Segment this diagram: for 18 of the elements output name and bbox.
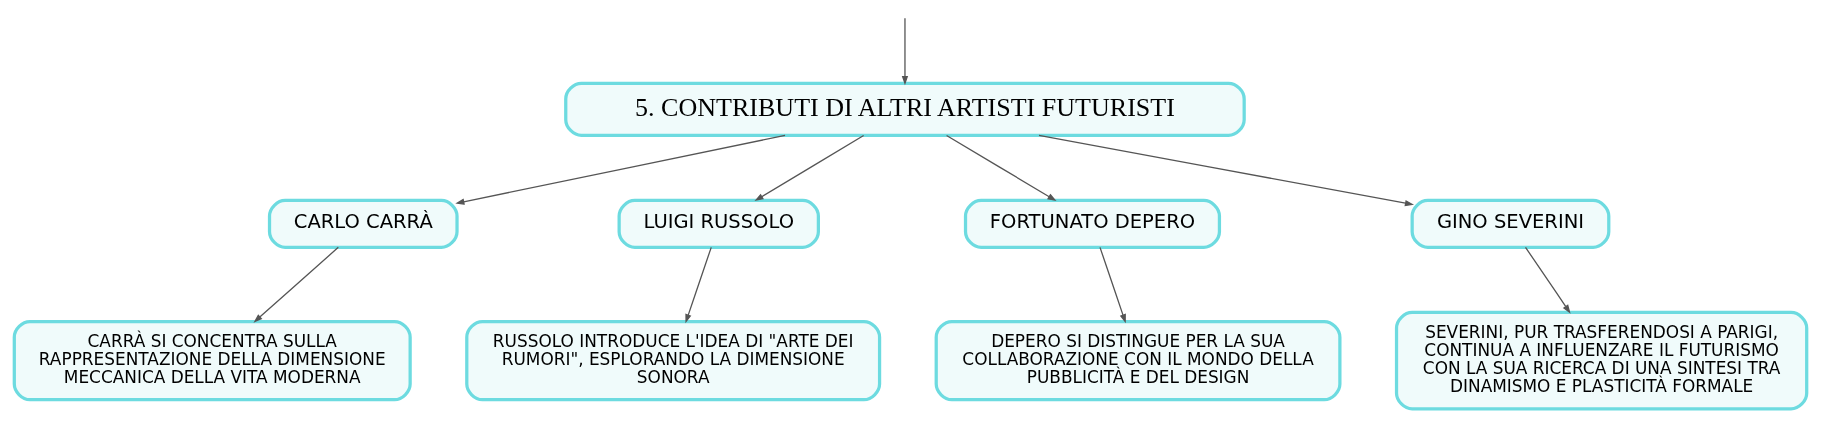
arrow: [1099, 246, 1126, 324]
arrow: [685, 246, 712, 324]
arrow: [1038, 134, 1415, 207]
node-box: FORTUNATO DEPERO: [963, 198, 1222, 249]
node-box: CARLO CARRÀ: [267, 198, 459, 249]
node-box: LUIGI RUSSOLO: [617, 198, 820, 249]
node-box: RUSSOLO INTRODUCE L'IDEA DI "ARTE DEI RUMORI", ESPLORANDO LA DIMENSIONE SONORA: [465, 319, 882, 402]
node-box: 5. CONTRIBUTI DI ALTRI ARTISTI FUTURISTI: [564, 81, 1246, 137]
arrow: [901, 17, 909, 86]
arrow: [945, 134, 1057, 202]
arrow: [253, 246, 339, 323]
arrow: [754, 134, 865, 202]
node-box: GINO SEVERINI: [1410, 198, 1611, 249]
node-box: DEPERO SI DISTINGUE PER LA SUA COLLABORAZIONE CON IL MONDO DELLA PUBBLICITÀ E DEL DESIGN: [934, 319, 1342, 402]
arrow: [1524, 246, 1571, 314]
node-box: CARRÀ SI CONCENTRA SULLA RAPPRESENTAZIONE DELLA DIMENSIONE MECCANICA DELLA VITA MODERNA: [12, 319, 412, 402]
arrow: [455, 134, 786, 205]
node-box: SEVERINI, PUR TRASFERENDOSI A PARIGI, CONTINUA A INFLUENZARE IL FUTURISMO CON LA SUA RICERCA DI UNA SINTESI TRA DINAMISMO E PLASTICITÀ FORMALE: [1394, 310, 1809, 411]
